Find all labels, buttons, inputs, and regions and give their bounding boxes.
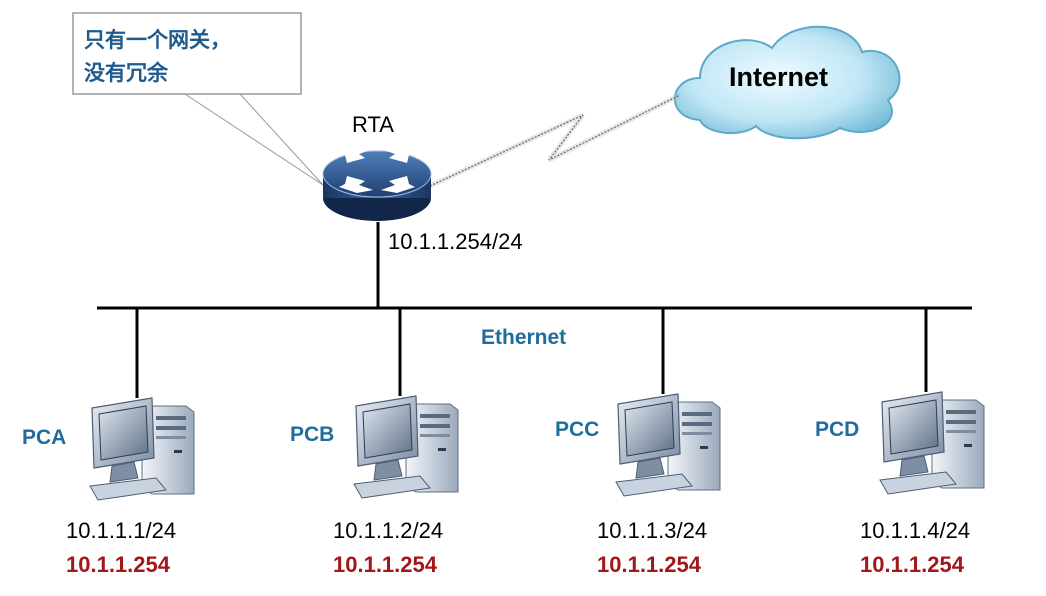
pc-icon <box>353 395 459 499</box>
pc-ip-d: 10.1.1.4/24 <box>860 518 971 543</box>
callout-line-1: 只有一个网关， <box>84 28 231 52</box>
internet-cloud-icon <box>673 25 901 140</box>
pc-gateway-b: 10.1.1.254 <box>333 552 437 577</box>
callout-pointer <box>239 93 324 186</box>
router-ip: 10.1.1.254/24 <box>388 229 523 254</box>
wan-link-shadow <box>428 92 682 189</box>
pc-name-a: PCA <box>22 426 67 449</box>
callout-pointer <box>184 93 324 186</box>
pc-icon <box>89 397 195 501</box>
pc-icon <box>879 391 985 495</box>
pc-ip-b: 10.1.1.2/24 <box>333 518 444 543</box>
ethernet-label: Ethernet <box>481 326 567 349</box>
router-icon <box>322 145 432 222</box>
pc-name-d: PCD <box>815 418 860 441</box>
pc-name-b: PCB <box>290 423 335 446</box>
pc-gateway-c: 10.1.1.254 <box>597 552 701 577</box>
callout-line-2: 没有冗余 <box>84 61 168 85</box>
wan-link <box>429 94 681 187</box>
router-name: RTA <box>352 112 394 137</box>
pc-name-c: PCC <box>555 418 600 441</box>
pc-ip-a: 10.1.1.1/24 <box>66 518 177 543</box>
pc-ip-c: 10.1.1.3/24 <box>597 518 708 543</box>
pc-icon <box>615 393 721 497</box>
pc-gateway-d: 10.1.1.254 <box>860 552 964 577</box>
callout-text: 只有一个网关， 没有冗余 <box>84 24 231 90</box>
internet-label: Internet <box>729 62 829 92</box>
callout-box <box>72 12 302 95</box>
pc-gateway-a: 10.1.1.254 <box>66 552 170 577</box>
